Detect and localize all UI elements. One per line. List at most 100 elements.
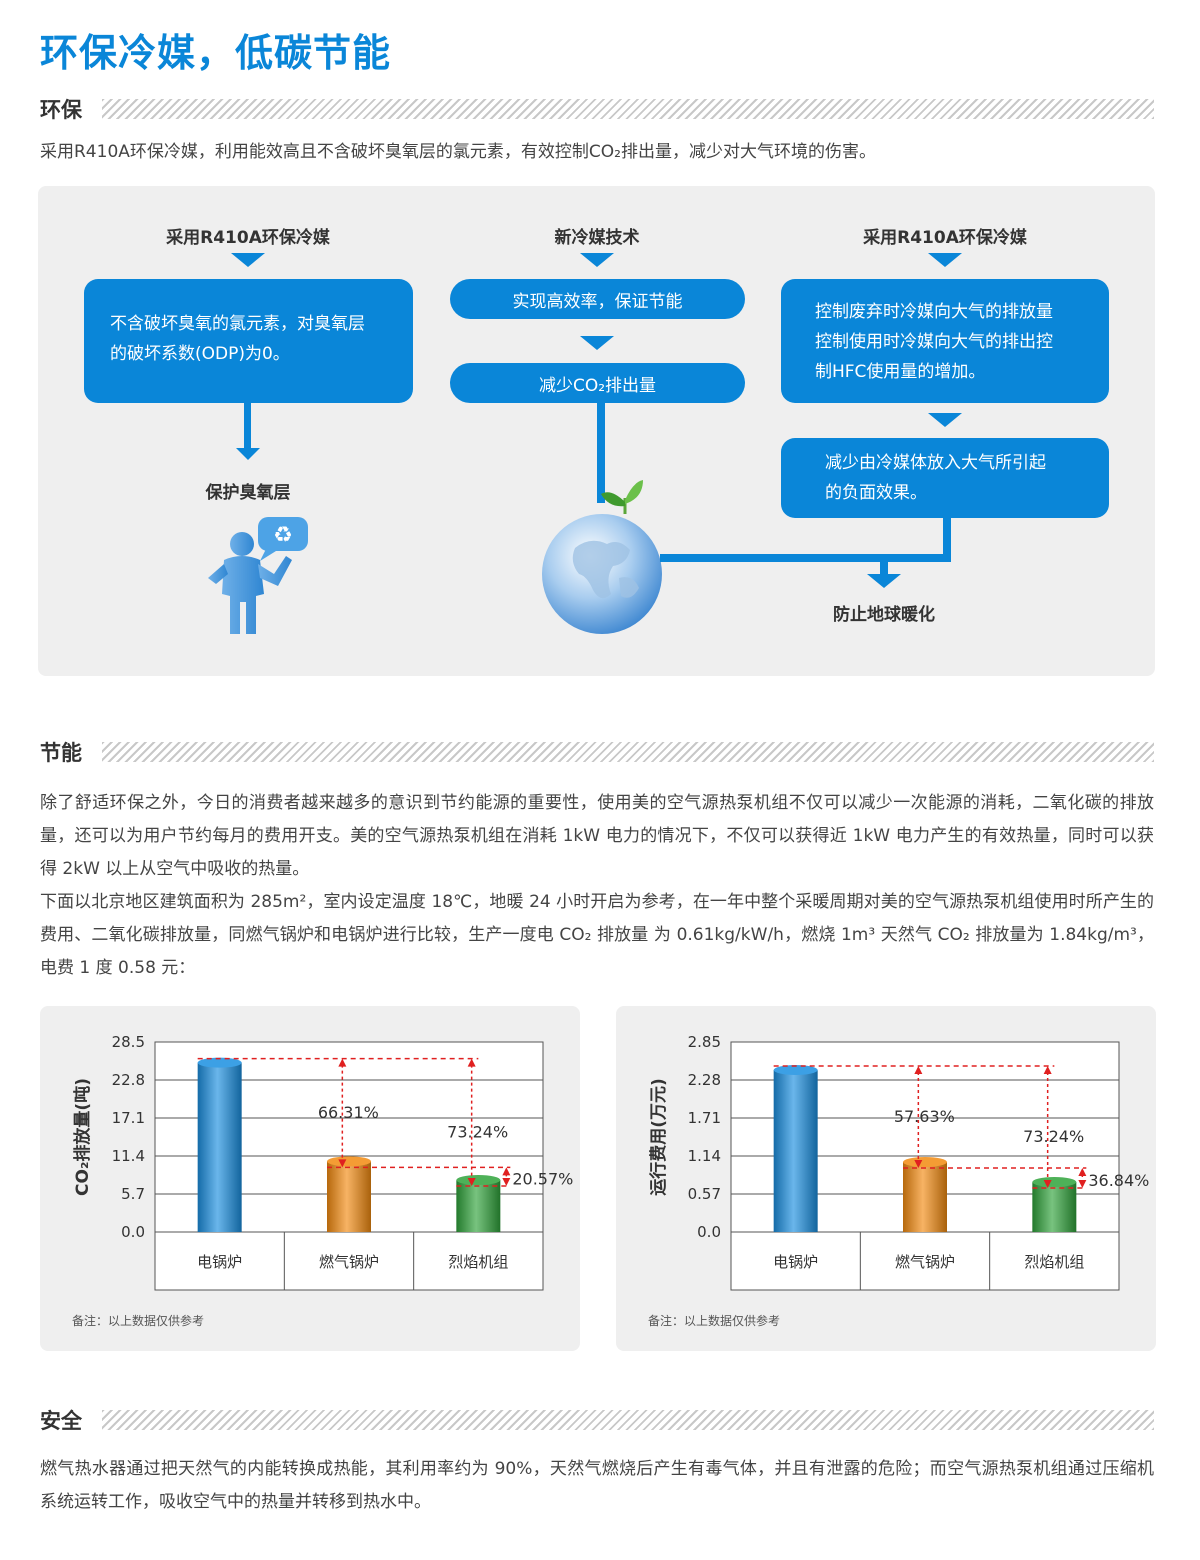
y-tick-label: 2.28 (688, 1071, 721, 1089)
cost-chart-card: 2.85 2.28 1.71 1.14 0.57 0.0 电锅炉 燃气锅炉 烈焰机组 运行费用(万… (616, 1006, 1156, 1351)
arrow-head (1078, 1180, 1087, 1188)
arrow-head (502, 1167, 511, 1176)
energy-description: 除了舒适环保之外，今日的消费者越来越多的意识到节约能源的重要性，使用美的空气源热… (40, 787, 1154, 985)
down-arrow-icon (928, 253, 962, 267)
arrow-head (502, 1178, 511, 1186)
col1-result: 保护臭氧层 (205, 483, 291, 503)
section-header-safety: 安全 (40, 1408, 1154, 1434)
recycle-icon: ♻ (258, 517, 308, 561)
y-tick-label: 11.4 (112, 1147, 145, 1165)
annotation-label: 73.24% (447, 1122, 508, 1141)
y-tick-label: 2.85 (688, 1033, 721, 1051)
bar (773, 1070, 818, 1232)
section-heading: 环保 (40, 98, 82, 122)
connector-line (244, 403, 251, 451)
annotation-label: 36.84% (1088, 1171, 1149, 1190)
y-axis-label: 运行费用(万元) (648, 1078, 669, 1196)
arrow-head (914, 1066, 923, 1074)
y-tick-label: 28.5 (112, 1033, 145, 1051)
col3-effect-line: 减少由冷媒体放入大气所引起 (825, 453, 1046, 473)
col2-box-co2: 减少CO₂排出量 (450, 363, 745, 403)
arrow-head (914, 1160, 923, 1168)
bar-cap (903, 1157, 947, 1167)
energy-paragraph: 除了舒适环保之外，今日的消费者越来越多的意识到节约能源的重要性，使用美的空气源热… (40, 793, 1154, 879)
y-tick-label: 0.0 (697, 1223, 721, 1241)
bar-cap (197, 1057, 242, 1068)
final-result: 防止地球暖化 (833, 605, 935, 625)
bar (1032, 1182, 1077, 1232)
connector-line (880, 562, 888, 574)
bar (456, 1180, 501, 1232)
annotation-label: 20.57% (512, 1170, 573, 1189)
energy-paragraph: 下面以北京地区建筑面积为 285m²，室内设定温度 18℃，地暖 24 小时开启… (40, 892, 1154, 978)
down-arrow-icon (231, 253, 265, 267)
y-tick-label: 17.1 (112, 1109, 145, 1127)
down-arrow-icon (236, 448, 260, 460)
eco-description: 采用R410A环保冷媒，利用能效高且不含破坏臭氧层的氯元素，有效控制CO₂排出量… (40, 136, 1154, 169)
col3-effect-box: 减少由冷媒体放入大气所引起 的负面效果。 (781, 438, 1109, 518)
arrow-head (338, 1058, 347, 1067)
col3-info-box: 控制废弃时冷媒向大气的排放量 控制使用时冷媒向大气的排出控 制HFC使用量的增加… (781, 279, 1109, 403)
arrow-head (1078, 1168, 1087, 1176)
person-icon (208, 532, 292, 634)
arrow-head (467, 1058, 476, 1067)
x-tick-label: 燃气锅炉 (895, 1253, 955, 1271)
col3-title: 采用R410A环保冷媒 (863, 228, 1027, 248)
down-arrow-icon (867, 574, 901, 588)
co2-emission-chart: 28.5 22.8 17.1 11.4 5.7 0.0 电锅炉 燃气锅炉 烈焰机组 CO₂排放量(… (72, 1033, 573, 1291)
co2-chart-card: 28.5 22.8 17.1 11.4 5.7 0.0 电锅炉 燃气锅炉 烈焰机组 CO₂排放量(… (40, 1006, 580, 1351)
y-tick-label: 1.71 (688, 1109, 721, 1127)
y-tick-label: 1.14 (688, 1147, 721, 1165)
section-heading: 安全 (40, 1409, 82, 1433)
y-tick-label: 0.0 (121, 1223, 145, 1241)
col3-box-line: 制HFC使用量的增加。 (815, 362, 986, 382)
x-tick-label: 烈焰机组 (448, 1253, 508, 1271)
connector-line (943, 518, 951, 562)
col3-box-line: 控制使用时冷媒向大气的排出控 (815, 332, 1053, 352)
globe-icon (542, 480, 662, 634)
x-tick-label: 燃气锅炉 (319, 1253, 379, 1271)
chart-note: 备注：以上数据仅供参考 (72, 1314, 205, 1328)
bar-cap (456, 1175, 501, 1185)
x-tick-label: 烈焰机组 (1024, 1253, 1084, 1271)
bar (327, 1161, 371, 1232)
section-header-energy: 节能 (40, 740, 1154, 766)
col1-title: 采用R410A环保冷媒 (166, 228, 330, 248)
bar-cap (327, 1156, 371, 1167)
running-cost-chart: 2.85 2.28 1.71 1.14 0.57 0.0 电锅炉 燃气锅炉 烈焰机组 运行费用(万… (648, 1033, 1149, 1291)
safety-description: 燃气热水器通过把天然气的内能转换成热能，其利用率约为 90%，天然气燃烧后产生有… (40, 1453, 1154, 1519)
arrow-head (467, 1178, 476, 1186)
arrow-head (1043, 1066, 1052, 1074)
x-tick-label: 电锅炉 (773, 1253, 818, 1271)
hatch-divider (102, 1410, 1154, 1430)
y-tick-label: 22.8 (112, 1071, 145, 1089)
col3-effect-line: 的负面效果。 (825, 483, 927, 503)
down-arrow-icon (928, 413, 962, 427)
chart-note: 备注：以上数据仅供参考 (648, 1314, 781, 1328)
col1-box-line: 不含破坏臭氧的氯元素，对臭氧层 (110, 314, 365, 334)
col1-box-line: 的破坏系数(ODP)为0。 (110, 344, 290, 364)
svg-text:♻: ♻ (273, 523, 293, 548)
hatch-divider (102, 99, 1154, 119)
arrow-head (338, 1159, 347, 1168)
col2-title: 新冷媒技术 (554, 228, 640, 248)
x-tick-label: 电锅炉 (197, 1253, 242, 1271)
y-tick-label: 5.7 (121, 1185, 145, 1203)
page-title: 环保冷媒，低碳节能 (40, 31, 392, 75)
connector-line (660, 554, 951, 562)
bar-cap (1032, 1177, 1077, 1187)
bar (903, 1162, 947, 1232)
y-axis-label: CO₂排放量(吨) (72, 1078, 93, 1196)
arrow-head (1043, 1180, 1052, 1188)
bar-cap (773, 1065, 818, 1075)
safety-text: 燃气热水器通过把天然气的内能转换成热能，其利用率约为 90%，天然气燃烧后产生有… (40, 1459, 1154, 1512)
col2-box-efficiency: 实现高效率，保证节能 (450, 279, 745, 319)
hatch-divider (102, 742, 1154, 762)
section-header-eco: 环保 (40, 97, 1154, 123)
connector-line (597, 403, 605, 503)
annotation-label: 73.24% (1023, 1127, 1084, 1146)
col3-box-line: 控制废弃时冷媒向大气的排放量 (815, 302, 1053, 322)
eco-text: 采用R410A环保冷媒，利用能效高且不含破坏臭氧层的氯元素，有效控制CO₂排出量… (40, 142, 876, 162)
y-tick-label: 0.57 (688, 1185, 721, 1203)
down-arrow-icon (580, 253, 614, 267)
